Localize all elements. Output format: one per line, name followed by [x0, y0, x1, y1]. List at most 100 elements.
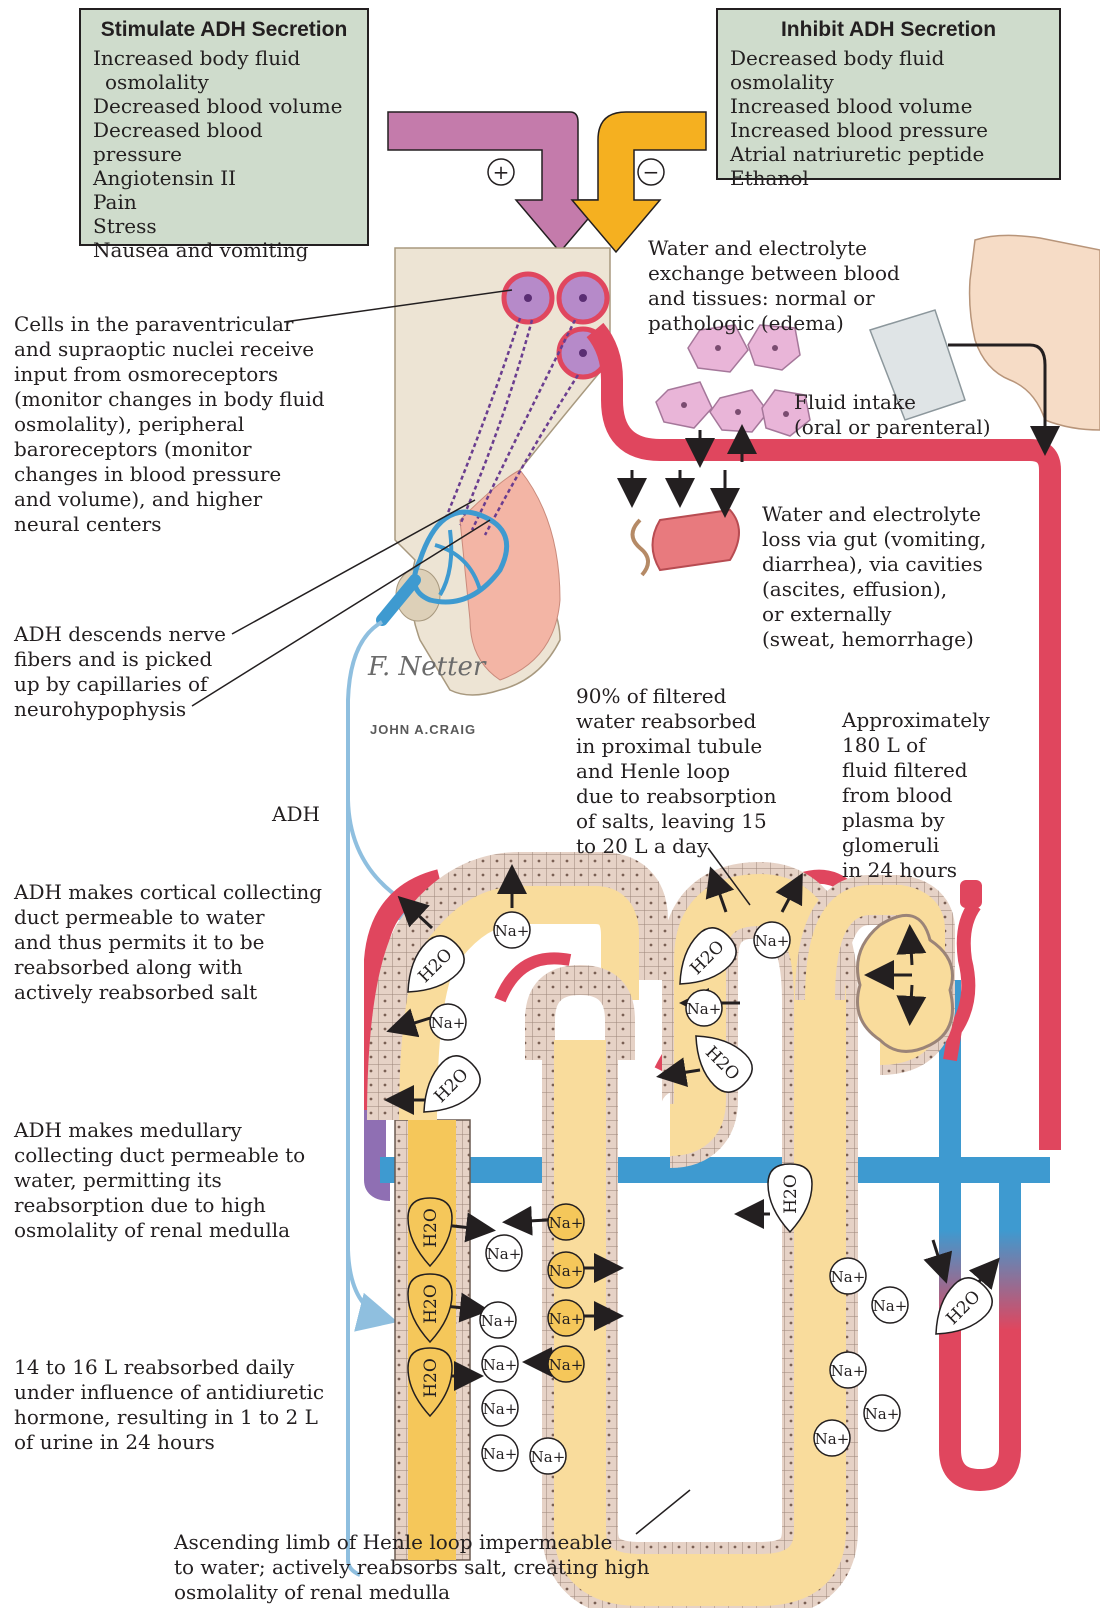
- na-label: Na+: [831, 1362, 866, 1380]
- label-line: from blood: [842, 783, 990, 808]
- h2o-label: H2O: [421, 1208, 441, 1248]
- na-ion: Na+: [830, 1352, 866, 1388]
- label-line: diarrhea), via cavities: [762, 552, 986, 577]
- label-line: fluid filtered: [842, 758, 990, 783]
- stimulate-item: Decreased blood pressure: [93, 118, 355, 166]
- na-label: Na+: [531, 1448, 566, 1466]
- na-ion: Na+: [548, 1252, 584, 1288]
- na-label: Na+: [687, 1000, 722, 1018]
- inhibit-arrow: [572, 112, 706, 252]
- label-line: 90% of filtered: [576, 684, 776, 709]
- label-line: Water and electrolyte: [762, 502, 986, 527]
- plus-sign: +: [488, 159, 514, 185]
- label-line: and supraoptic nuclei receive: [14, 337, 325, 362]
- label-line: baroreceptors (monitor: [14, 437, 325, 462]
- na-label: Na+: [815, 1430, 850, 1448]
- label-proximal: 90% of filteredwater reabsorbedin proxim…: [576, 684, 776, 859]
- label-line: exchange between blood: [648, 261, 900, 286]
- label-line: Approximately: [842, 708, 990, 733]
- label-line: (sweat, hemorrhage): [762, 627, 986, 652]
- na-ion: Na+: [548, 1300, 584, 1336]
- label-line: water, permitting its: [14, 1168, 305, 1193]
- inhibit-item: Increased blood pressure: [730, 118, 1047, 142]
- stimulate-item: Nausea and vomiting: [93, 238, 355, 262]
- stimulate-item: Pain: [93, 190, 355, 214]
- label-line: to water; actively reabsorbs salt, creat…: [174, 1555, 649, 1580]
- label-line: hormone, resulting in 1 to 2 L: [14, 1405, 324, 1430]
- label-line: collecting duct permeable to: [14, 1143, 305, 1168]
- label-line: neurohypophysis: [14, 697, 226, 722]
- nephron-tubule: [395, 880, 953, 1600]
- stimulate-adh-title: Stimulate ADH Secretion: [93, 18, 355, 42]
- h2o-label: H2O: [781, 1174, 801, 1214]
- label-line: due to reabsorption: [576, 784, 776, 809]
- label-line: and Henle loop: [576, 759, 776, 784]
- label-line: changes in blood pressure: [14, 462, 325, 487]
- label-line: osmolality), peripheral: [14, 412, 325, 437]
- na-ion: Na+: [548, 1346, 584, 1382]
- label-line: ADH makes medullary: [14, 1118, 305, 1143]
- na-label: Na+: [483, 1356, 518, 1374]
- inhibit-item: Decreased body fluid osmolality: [730, 46, 1047, 94]
- na-label: Na+: [549, 1262, 584, 1280]
- stimulate-adh-box: Stimulate ADH Secretion Increased body f…: [79, 8, 369, 246]
- label-line: to 20 L a day: [576, 834, 776, 859]
- na-ion: Na+: [864, 1395, 900, 1431]
- na-ion: Na+: [482, 1390, 518, 1426]
- na-ion: Na+: [686, 990, 722, 1026]
- label-line: fibers and is picked: [14, 647, 226, 672]
- label-line: pathologic (edema): [648, 311, 900, 336]
- na-label: Na+: [487, 1245, 522, 1263]
- na-label: Na+: [483, 1400, 518, 1418]
- na-ion: Na+: [830, 1258, 866, 1294]
- label-line: 180 L of: [842, 733, 990, 758]
- label-line: in 24 hours: [842, 858, 990, 883]
- label-line: under influence of antidiuretic: [14, 1380, 324, 1405]
- craig-signature: JOHN A.CRAIG: [370, 722, 476, 737]
- na-ion: Na+: [482, 1435, 518, 1471]
- label-line: neural centers: [14, 512, 325, 537]
- h2o-label: H2O: [421, 1358, 441, 1398]
- inhibit-adh-box: Inhibit ADH Secretion Decreased body flu…: [716, 8, 1061, 180]
- label-line: Fluid intake: [794, 390, 991, 415]
- na-label: Na+: [755, 932, 790, 950]
- na-label: Na+: [865, 1405, 900, 1423]
- na-label: Na+: [495, 922, 530, 940]
- gut-loss: [633, 510, 740, 575]
- na-ion: Na+: [872, 1287, 908, 1323]
- label-line: Ascending limb of Henle loop impermeable: [174, 1530, 649, 1555]
- label-line: and tissues: normal or: [648, 286, 900, 311]
- label-line: or externally: [762, 602, 986, 627]
- svg-text:+: +: [493, 160, 510, 184]
- na-ion: Na+: [486, 1235, 522, 1271]
- label-line: osmolality of renal medulla: [14, 1218, 305, 1243]
- label-ascending-limb: Ascending limb of Henle loop impermeable…: [174, 1530, 649, 1605]
- netter-signature: F. Netter: [368, 652, 485, 682]
- stimulate-item: Angiotensin II: [93, 166, 355, 190]
- label-line: reabsorption due to high: [14, 1193, 305, 1218]
- label-line: reabsorbed along with: [14, 955, 322, 980]
- na-ion: Na+: [548, 1204, 584, 1240]
- na-label: Na+: [549, 1310, 584, 1328]
- na-label: Na+: [483, 1445, 518, 1463]
- minus-sign: −: [638, 159, 664, 185]
- label-fluid-intake: Fluid intake(oral or parenteral): [794, 390, 991, 440]
- na-label: Na+: [831, 1268, 866, 1286]
- label-filtered: Approximately180 L offluid filteredfrom …: [842, 708, 990, 883]
- label-adh: ADH: [272, 802, 320, 827]
- inhibit-item: Increased blood volume: [730, 94, 1047, 118]
- label-line: (ascites, effusion),: [762, 577, 986, 602]
- stimulate-item: Stress: [93, 214, 355, 238]
- h2o-label: H2O: [421, 1284, 441, 1324]
- label-line: actively reabsorbed salt: [14, 980, 322, 1005]
- label-line: water reabsorbed: [576, 709, 776, 734]
- label-line: (monitor changes in body fluid: [14, 387, 325, 412]
- tissue-cells: [656, 325, 810, 436]
- label-line: of urine in 24 hours: [14, 1430, 324, 1455]
- na-label: Na+: [431, 1014, 466, 1032]
- label-line: input from osmoreceptors: [14, 362, 325, 387]
